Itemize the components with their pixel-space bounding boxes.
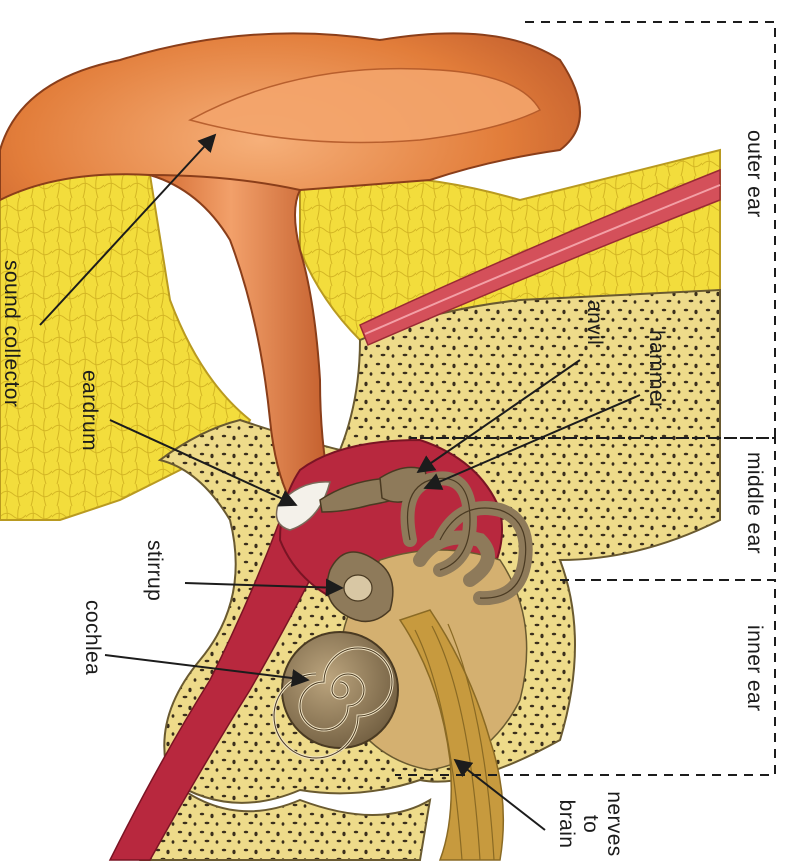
nerves-label-line-1: nerves <box>602 784 626 864</box>
nerves-label-line-3: brain <box>554 784 578 864</box>
nerves-label-line-2: to <box>578 784 602 864</box>
middle-ear-label: middle ear <box>744 452 765 554</box>
hammer-label: hammer <box>646 330 667 409</box>
stirrup-label: stirrup <box>144 540 165 601</box>
cochlea-shape <box>282 632 398 748</box>
sound-collector-label: sound collector <box>1 260 22 407</box>
eardrum-label: eardrum <box>79 370 100 451</box>
anvil-label: anvil <box>584 300 605 345</box>
cochlea-label: cochlea <box>82 600 103 675</box>
outer-ear-label: outer ear <box>744 130 765 218</box>
nerves-to-brain-label: nerves to brain <box>554 784 626 864</box>
inner-ear-label: inner ear <box>744 625 765 711</box>
